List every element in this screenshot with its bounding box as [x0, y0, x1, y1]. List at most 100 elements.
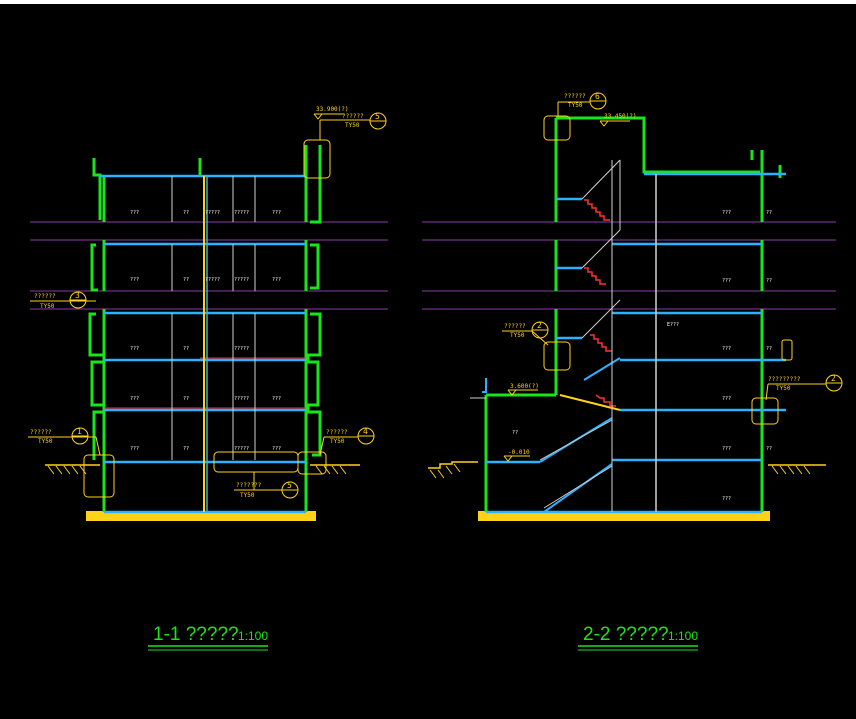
- room-label: ???: [722, 278, 731, 284]
- section-2-title-block: 2-2 ????? 1:100: [578, 624, 698, 651]
- mid-elevation-label: 3.600(?): [510, 383, 539, 390]
- section-1-1: ??? ?? ????? ????? ??? ??? ?? ????? ????…: [28, 106, 387, 651]
- svg-text:TY50: TY50: [240, 492, 255, 499]
- section-1-detail-note-5b: ??????? TY50 5: [234, 472, 299, 499]
- section-1-title-block: 1-1 ????? 1:100: [148, 624, 268, 651]
- room-label: ?????: [234, 396, 249, 402]
- room-label: ??: [766, 446, 772, 452]
- svg-text:??????: ??????: [504, 323, 526, 330]
- svg-text:??????: ??????: [30, 429, 52, 436]
- svg-text:?????????: ?????????: [768, 376, 801, 383]
- room-label: ???: [722, 396, 731, 402]
- section-1-right-wall: [304, 145, 322, 512]
- section-1-partitions: [171, 176, 256, 460]
- room-label: ???: [130, 446, 139, 452]
- svg-text:??????: ??????: [326, 429, 348, 436]
- floor-reference-lines: [30, 221, 836, 310]
- section-1-title: 1-1 ?????: [153, 624, 239, 645]
- svg-text:TY50: TY50: [345, 122, 360, 129]
- section-2-2: ??? ?? ??? ?? E??? ??? ?? ??? ??? ?? ?? …: [428, 92, 843, 651]
- room-label: ?????: [234, 277, 249, 283]
- room-label: ???: [130, 396, 139, 402]
- viewport-top-border: [0, 0, 856, 4]
- section-1-center-column: [203, 176, 208, 512]
- section-2-ground-elevation: -0.010: [503, 449, 530, 462]
- room-label: ?????: [205, 277, 220, 283]
- svg-text:5: 5: [287, 481, 292, 490]
- room-label: ??: [183, 346, 189, 352]
- section-2-detail-note-6: ?????? TY50 6: [557, 92, 607, 116]
- svg-text:??????: ??????: [34, 293, 56, 300]
- svg-text:2: 2: [537, 321, 542, 330]
- room-label: ??: [766, 210, 772, 216]
- room-label: ???: [272, 396, 281, 402]
- section-2-ground: [428, 461, 826, 479]
- section-2-detail-boxes: [543, 115, 793, 425]
- room-label: ??: [183, 396, 189, 402]
- section-1-detail-note-5a: ?????? TY50 5: [319, 112, 387, 140]
- svg-text:??????: ??????: [564, 93, 586, 100]
- room-label: ??: [512, 430, 518, 436]
- room-label: ??: [183, 277, 189, 283]
- section-1-foundation: [86, 511, 316, 521]
- svg-text:??????: ??????: [342, 113, 364, 120]
- room-label: E???: [667, 322, 679, 328]
- section-1-detail-boxes: [83, 139, 331, 498]
- section-1-parapet: [198, 145, 308, 176]
- room-label: ???: [722, 496, 731, 502]
- svg-text:TY50: TY50: [568, 102, 583, 109]
- section-1-ground: [45, 464, 360, 475]
- section-2-mid-elevation: 3.600(?): [507, 383, 539, 396]
- room-label: ???: [722, 446, 731, 452]
- room-label: ???: [130, 277, 139, 283]
- section-2-title: 2-2 ?????: [583, 624, 669, 645]
- ground-elevation-label: -0.010: [508, 449, 530, 456]
- svg-text:???????: ???????: [236, 482, 262, 489]
- room-label: ???: [722, 210, 731, 216]
- svg-text:TY50: TY50: [40, 303, 55, 310]
- section-2-railing: [482, 378, 487, 393]
- section-1-room-labels: ??? ?? ????? ????? ??? ??? ?? ????? ????…: [130, 210, 281, 452]
- room-label: ???: [272, 446, 281, 452]
- room-label: ???: [130, 346, 139, 352]
- section-1-left-wall: [88, 158, 106, 512]
- room-label: ???: [722, 346, 731, 352]
- section-2-detail-note-2b: ????????? TY50 2: [765, 374, 843, 401]
- section-2-top-elevation: 33.450(?): [599, 113, 637, 127]
- section-2-foundation: [478, 511, 770, 521]
- section-2-room-labels: ??? ?? ??? ?? E??? ??? ?? ??? ??? ?? ?? …: [512, 210, 772, 502]
- top-elevation-label: 33.450(?): [604, 113, 637, 120]
- section-1-detail-note-4: ?????? TY50 4: [319, 427, 375, 456]
- svg-text:TY50: TY50: [510, 332, 525, 339]
- room-label: ??: [766, 346, 772, 352]
- room-label: ???: [272, 210, 281, 216]
- room-label: ???: [130, 210, 139, 216]
- section-2-floor-slabs: [486, 172, 786, 514]
- room-label: ??: [183, 446, 189, 452]
- svg-text:2: 2: [831, 374, 836, 383]
- room-label: ?????: [205, 210, 220, 216]
- svg-text:3: 3: [75, 291, 80, 300]
- section-1-detail-note-3: ?????? TY50 3: [30, 291, 96, 310]
- section-1-top-elevation: 33.900(?): [313, 106, 349, 120]
- room-label: ???: [272, 277, 281, 283]
- svg-text:TY50: TY50: [38, 438, 53, 445]
- room-label: ??: [766, 278, 772, 284]
- room-label: ?????: [234, 446, 249, 452]
- room-label: ?????: [234, 210, 249, 216]
- svg-text:TY50: TY50: [776, 385, 791, 392]
- section-2-walls: [484, 116, 782, 512]
- svg-text:1: 1: [77, 427, 82, 436]
- section-1-detail-note-1: ?????? TY50 1: [28, 427, 101, 456]
- room-label: ??: [183, 210, 189, 216]
- room-label: ?????: [234, 346, 249, 352]
- section-2-scale: 1:100: [668, 629, 698, 643]
- section-2-detail-note-2a: ?????? TY50 2: [502, 321, 549, 346]
- top-elevation-label: 33.900(?): [316, 106, 349, 113]
- section-1-scale: 1:100: [238, 629, 268, 643]
- svg-text:6: 6: [595, 92, 600, 101]
- section-2-stairs: [539, 159, 621, 513]
- svg-text:TY50: TY50: [330, 438, 345, 445]
